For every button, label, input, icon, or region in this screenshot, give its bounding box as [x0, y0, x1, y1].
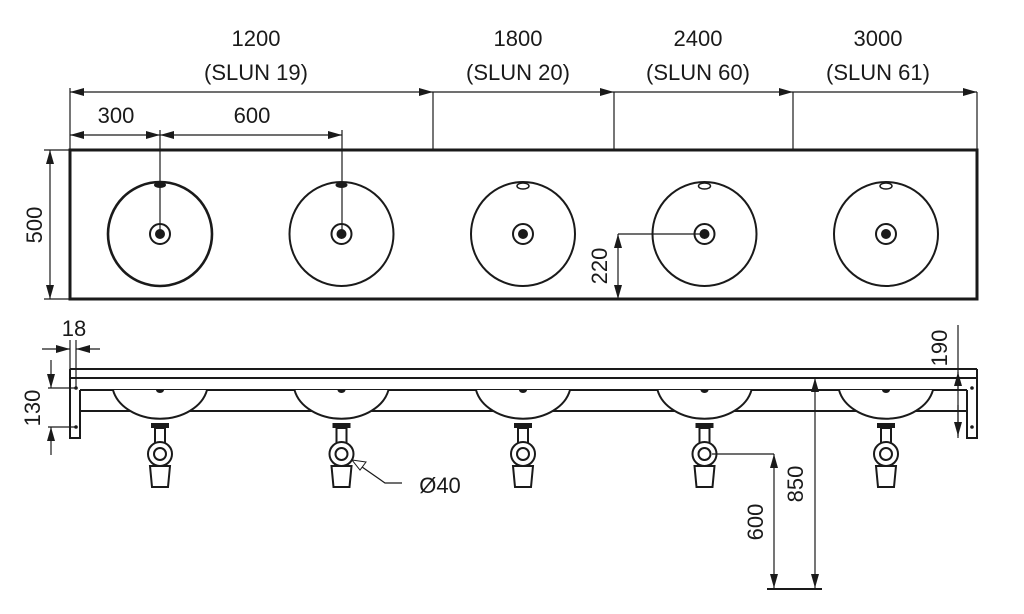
trap-outlet — [516, 447, 530, 461]
dim-label-1800: 1800 — [494, 26, 543, 51]
countertop-outline — [68, 148, 979, 301]
right-bracket — [966, 369, 978, 439]
trap-bottom — [330, 465, 353, 488]
dim-label-3000: 3000 — [854, 26, 903, 51]
basin-side — [293, 389, 390, 488]
overflow-icon — [156, 390, 164, 393]
dim-label-600-outlet: 600 — [743, 504, 768, 541]
dim-label-220: 220 — [587, 248, 612, 285]
overflow-icon — [879, 182, 893, 190]
model-label-slun60: (SLUN 60) — [646, 60, 750, 85]
leader-arrow — [350, 459, 367, 471]
drain-icon — [155, 229, 165, 239]
trap-bottom — [511, 465, 535, 488]
left-bracket — [69, 369, 81, 439]
bowl-profile — [475, 389, 571, 420]
overflow-icon — [519, 390, 527, 393]
bowl-profile — [112, 389, 208, 420]
basins-top — [106, 180, 939, 288]
basin-side — [112, 389, 208, 488]
basin-rim — [470, 181, 576, 287]
overflow-icon — [700, 390, 709, 393]
basin-rim — [833, 181, 939, 287]
bracket-screw — [970, 386, 974, 390]
trap-bottom — [693, 465, 716, 488]
dim-label-2400: 2400 — [674, 26, 723, 51]
drain-collar — [332, 423, 351, 428]
drain-collar — [514, 423, 532, 428]
drain-icon — [518, 229, 528, 239]
model-label-slun19: (SLUN 19) — [204, 60, 308, 85]
trap-outlet — [697, 447, 712, 461]
trap-outlet — [334, 447, 349, 461]
basin-top — [470, 181, 576, 287]
drain-collar — [151, 423, 169, 428]
bracket-screw — [970, 425, 974, 429]
basin-top — [288, 181, 395, 287]
dim-label-18: 18 — [62, 316, 86, 341]
drain-ring — [149, 223, 171, 245]
overflow-icon — [335, 182, 348, 188]
model-label-slun61: (SLUN 61) — [826, 60, 930, 85]
trap-outlet — [153, 447, 167, 461]
trap-outlet — [879, 447, 893, 461]
model-label-slun20: (SLUN 20) — [466, 60, 570, 85]
dim-label-diameter-40: Ø40 — [419, 473, 461, 498]
dim-label-130: 130 — [20, 390, 45, 427]
trap-bottom — [148, 465, 172, 488]
trap-bottom — [874, 465, 898, 488]
basin-top — [106, 180, 214, 288]
bowl-profile — [656, 389, 753, 420]
dim-label-300: 300 — [98, 103, 135, 128]
dim-label-600: 600 — [234, 103, 271, 128]
overflow-icon — [154, 182, 166, 188]
basin-side — [475, 389, 571, 488]
basins-side — [112, 389, 934, 488]
bowl-profile — [838, 389, 934, 420]
top-view: 500 220 — [22, 148, 979, 301]
length-dimensions: 1200 (SLUN 19) 1800 (SLUN 20) 2400 (SLUN… — [69, 26, 978, 150]
dim-label-1200: 1200 — [232, 26, 281, 51]
drain-ring — [875, 223, 897, 245]
overflow-icon — [337, 390, 346, 393]
dim-label-190: 190 — [927, 330, 952, 367]
bowl-profile — [293, 389, 390, 420]
dim-label-500: 500 — [22, 207, 47, 244]
side-view: 18 130 190 Ø40 600 850 — [20, 316, 978, 590]
overflow-icon — [516, 182, 530, 190]
basin-side — [656, 389, 753, 488]
overflow-icon — [882, 390, 890, 393]
drain-ring — [512, 223, 534, 245]
drain-collar — [695, 423, 714, 428]
drain-icon — [881, 229, 891, 239]
drain-icon — [336, 229, 347, 239]
drain-ring — [330, 223, 353, 245]
leader-line — [351, 459, 402, 484]
basin-side — [838, 389, 934, 488]
drain-collar — [877, 423, 895, 428]
overflow-icon — [697, 182, 712, 190]
dim-label-850: 850 — [783, 466, 808, 503]
basin-top — [833, 181, 939, 287]
